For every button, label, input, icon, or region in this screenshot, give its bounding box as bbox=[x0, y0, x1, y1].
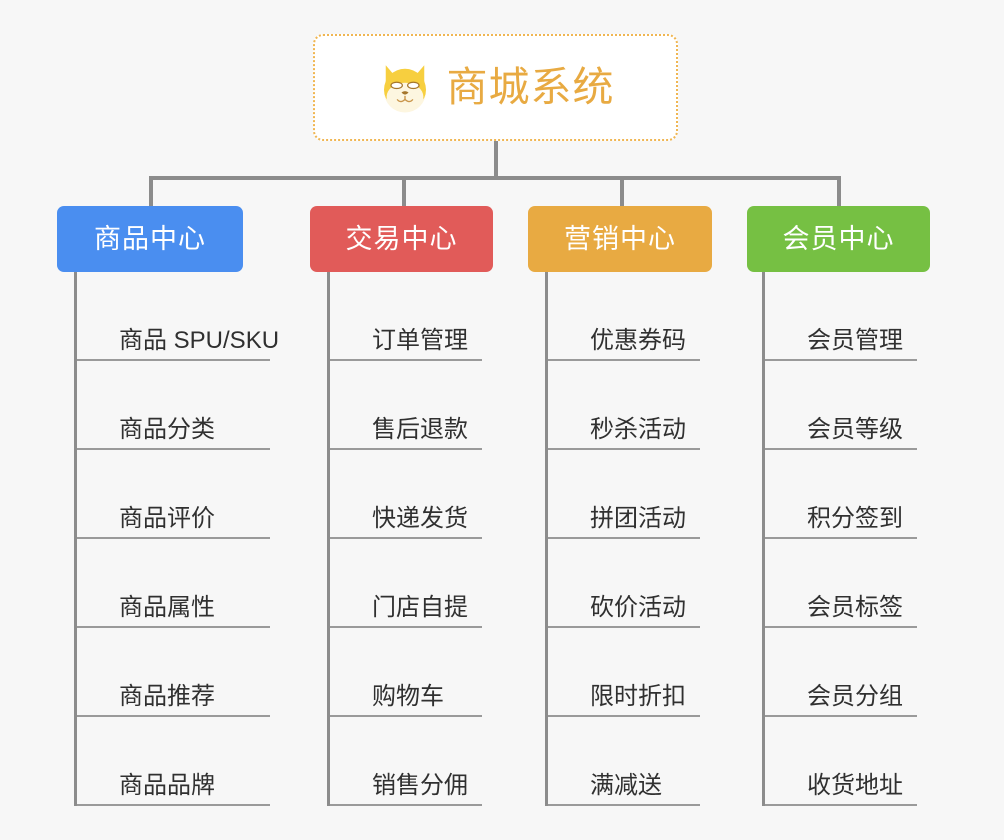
connector-drop-3 bbox=[620, 176, 624, 208]
category-label: 商品中心 bbox=[94, 223, 206, 254]
leaf-column-2: 订单管理售后退款快递发货门店自提购物车销售分佣 bbox=[327, 272, 482, 806]
leaf-item-label: 商品品牌 bbox=[119, 771, 215, 799]
leaf-item-label: 商品属性 bbox=[119, 593, 215, 621]
leaf-item[interactable]: 门店自提 bbox=[330, 539, 482, 628]
leaf-item[interactable]: 商品品牌 bbox=[77, 717, 270, 806]
leaf-item[interactable]: 满减送 bbox=[548, 717, 700, 806]
leaf-item-label: 会员管理 bbox=[807, 326, 903, 354]
category-box-4[interactable]: 会员中心 bbox=[747, 206, 930, 272]
leaf-item[interactable]: 拼团活动 bbox=[548, 450, 700, 539]
leaf-item[interactable]: 商品推荐 bbox=[77, 628, 270, 717]
leaf-item-label: 收货地址 bbox=[807, 771, 903, 799]
leaf-item[interactable]: 会员等级 bbox=[765, 361, 917, 450]
leaf-item-label: 积分签到 bbox=[807, 504, 903, 532]
leaf-column-4: 会员管理会员等级积分签到会员标签会员分组收货地址 bbox=[762, 272, 917, 806]
connector-drop-1 bbox=[149, 176, 153, 208]
leaf-column-1: 商品 SPU/SKU 商品分类商品评价商品属性商品推荐商品品牌 bbox=[74, 272, 279, 806]
leaf-item[interactable]: 商品 SPU/SKU bbox=[77, 272, 279, 361]
leaf-item[interactable]: 会员标签 bbox=[765, 539, 917, 628]
connector-horizontal-bus bbox=[150, 176, 840, 180]
leaf-item-label: 优惠券码 bbox=[590, 326, 686, 354]
category-label: 营销中心 bbox=[564, 223, 676, 254]
leaf-item[interactable]: 优惠券码 bbox=[548, 272, 700, 361]
root-node-title: 商城系统 bbox=[446, 64, 615, 110]
leaf-item[interactable]: 售后退款 bbox=[330, 361, 482, 450]
category-label: 会员中心 bbox=[782, 223, 895, 254]
leaf-item-label: 售后退款 bbox=[372, 415, 468, 443]
leaf-item-label: 拼团活动 bbox=[590, 504, 686, 532]
leaf-item-label: 会员标签 bbox=[807, 593, 903, 621]
shiba-inu-dog-face-icon bbox=[383, 64, 426, 112]
leaf-item-label: 商品推荐 bbox=[119, 682, 215, 710]
leaf-item-label: 商品分类 bbox=[119, 415, 215, 443]
leaf-item[interactable]: 积分签到 bbox=[765, 450, 917, 539]
leaf-item-label: 秒杀活动 bbox=[590, 415, 686, 443]
category-box-3[interactable]: 营销中心 bbox=[528, 206, 712, 272]
leaf-item[interactable]: 会员分组 bbox=[765, 628, 917, 717]
leaf-item[interactable]: 会员管理 bbox=[765, 272, 917, 361]
leaf-item-label: 限时折扣 bbox=[590, 682, 686, 710]
leaf-item-label: 商品评价 bbox=[119, 504, 215, 532]
leaf-item-label: 满减送 bbox=[590, 771, 662, 799]
root-node-mall-system[interactable]: 商城系统 bbox=[313, 34, 678, 141]
leaf-item-label: 销售分佣 bbox=[372, 771, 468, 799]
category-box-2[interactable]: 交易中心 bbox=[310, 206, 493, 272]
leaf-item-label: 门店自提 bbox=[372, 593, 468, 621]
leaf-item[interactable]: 快递发货 bbox=[330, 450, 482, 539]
leaf-item[interactable]: 商品评价 bbox=[77, 450, 270, 539]
connector-drop-2 bbox=[402, 176, 406, 208]
leaf-item[interactable]: 限时折扣 bbox=[548, 628, 700, 717]
leaf-item-label: 商品 SPU/SKU bbox=[119, 326, 280, 354]
leaf-item[interactable]: 砍价活动 bbox=[548, 539, 700, 628]
leaf-item-label: 会员等级 bbox=[807, 415, 903, 443]
connector-drop-4 bbox=[837, 176, 841, 208]
category-box-1[interactable]: 商品中心 bbox=[57, 206, 243, 272]
leaf-item-label: 快递发货 bbox=[372, 504, 468, 532]
category-label: 交易中心 bbox=[345, 223, 458, 254]
leaf-item[interactable]: 销售分佣 bbox=[330, 717, 482, 806]
leaf-column-3: 优惠券码秒杀活动拼团活动砍价活动限时折扣满减送 bbox=[545, 272, 700, 806]
leaf-item[interactable]: 订单管理 bbox=[330, 272, 482, 361]
leaf-item[interactable]: 购物车 bbox=[330, 628, 482, 717]
connector-root-stem bbox=[494, 141, 498, 178]
leaf-item-label: 会员分组 bbox=[807, 682, 903, 710]
leaf-item-label: 购物车 bbox=[372, 682, 444, 710]
leaf-item[interactable]: 收货地址 bbox=[765, 717, 917, 806]
leaf-item[interactable]: 商品分类 bbox=[77, 361, 270, 450]
leaf-item-label: 砍价活动 bbox=[590, 593, 686, 621]
leaf-item[interactable]: 秒杀活动 bbox=[548, 361, 700, 450]
leaf-item[interactable]: 商品属性 bbox=[77, 539, 270, 628]
leaf-item-label: 订单管理 bbox=[372, 326, 468, 354]
